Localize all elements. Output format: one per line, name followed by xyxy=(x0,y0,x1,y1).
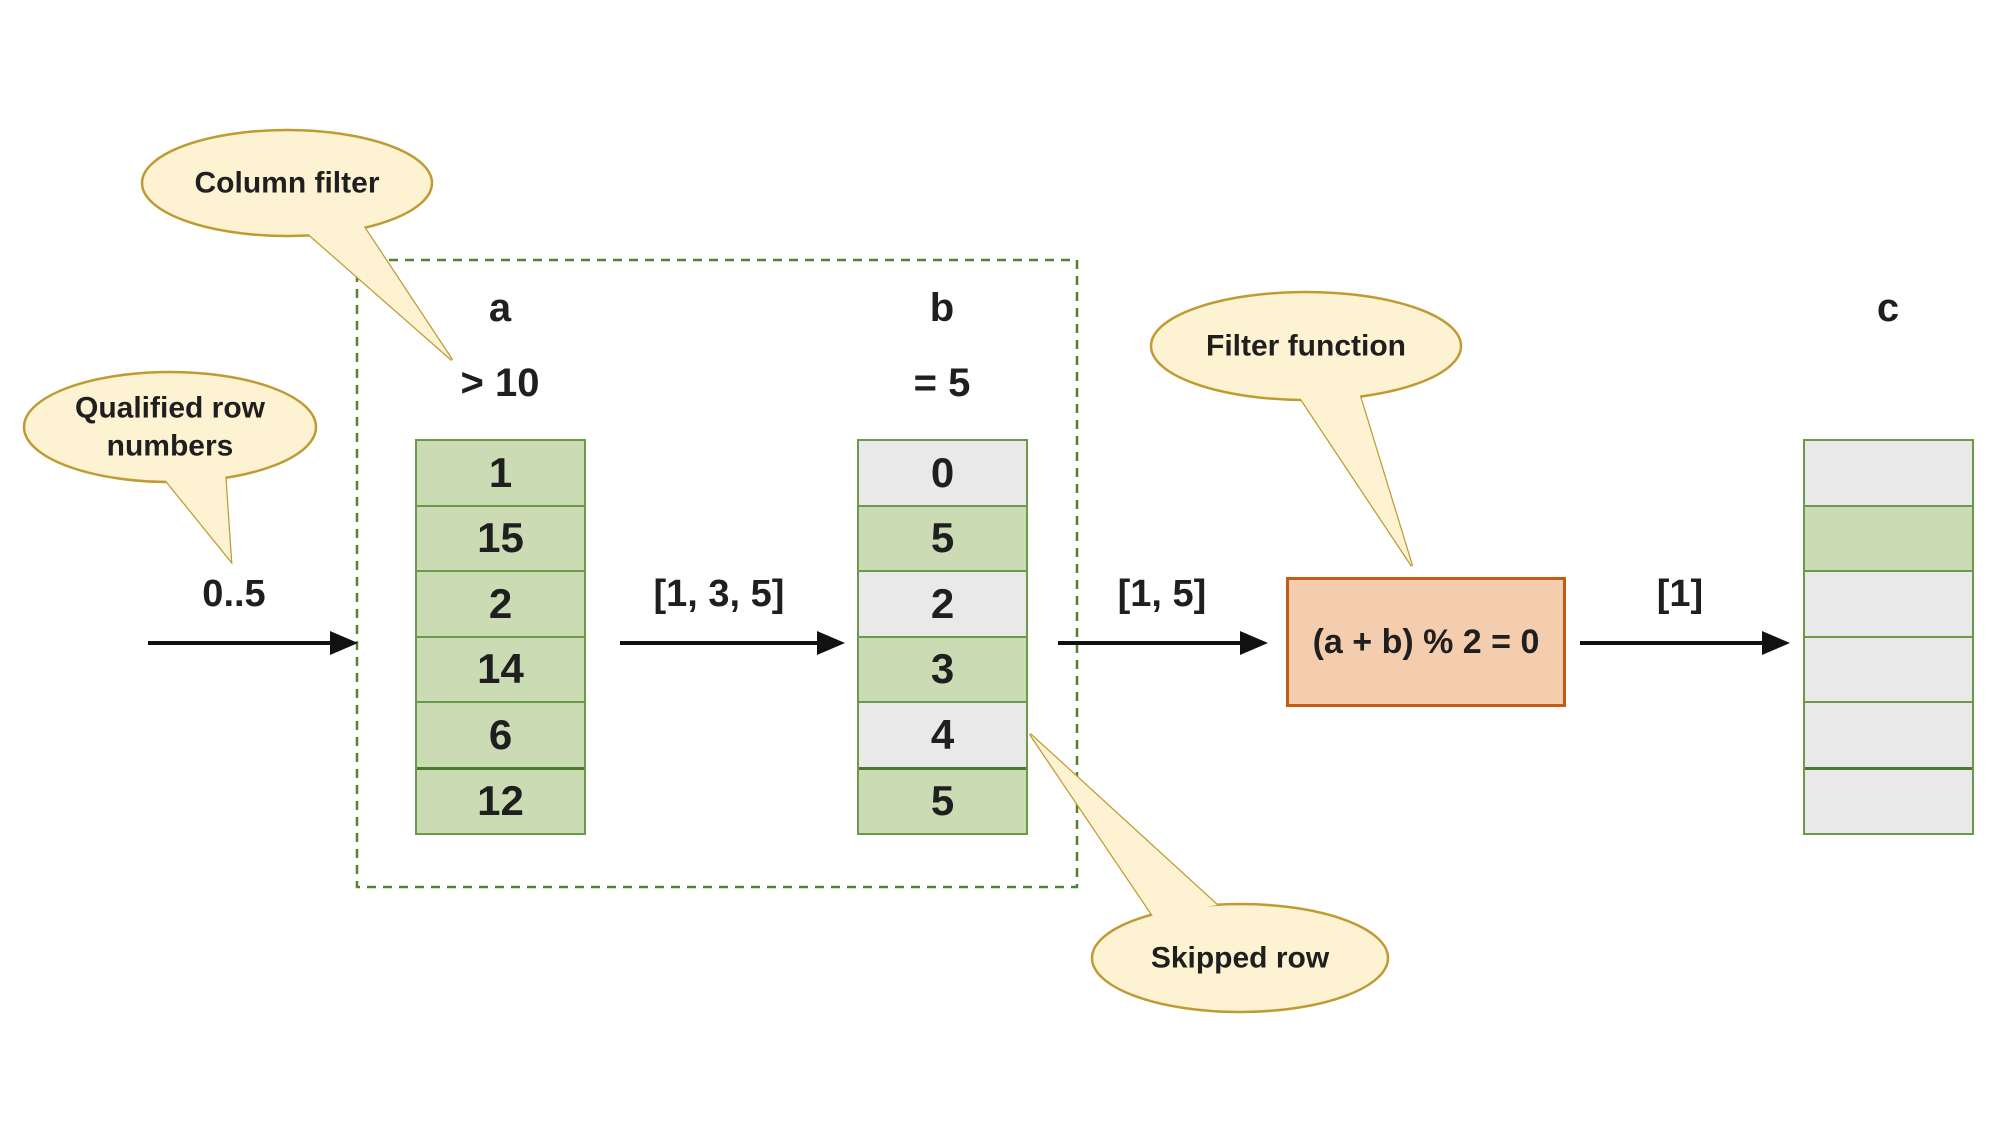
table-column-a: 1 15 2 14 6 12 xyxy=(415,439,586,835)
table-cell xyxy=(1805,637,1972,703)
callout-tail-cover xyxy=(1299,393,1412,566)
table-cell: 14 xyxy=(417,637,584,703)
table-cell: 1 xyxy=(417,441,584,507)
table-cell xyxy=(1805,766,1972,833)
callout-label-skipped-row: Skipped row xyxy=(1150,941,1330,975)
table-cell: 0 xyxy=(859,441,1026,507)
table-cell: 3 xyxy=(859,637,1026,703)
table-cell: 5 xyxy=(859,766,1026,833)
table-cell xyxy=(1805,703,1972,767)
callout-column-filter xyxy=(140,128,454,361)
filter-function-box: (a + b) % 2 = 0 xyxy=(1286,577,1566,707)
table-cell xyxy=(1805,506,1972,572)
arrow-label-row-numbers: 0..5 xyxy=(202,573,266,615)
arrowhead-icon xyxy=(817,631,845,655)
filter-function-expression: (a + b) % 2 = 0 xyxy=(1312,622,1540,661)
arrowhead-icon xyxy=(1762,631,1790,655)
arrowhead-icon xyxy=(330,631,358,655)
arrow-label-after-column-b: [1, 5] xyxy=(1117,573,1207,615)
callout-filter-function xyxy=(1149,290,1463,567)
table-cell: 12 xyxy=(417,766,584,833)
row-group-dashed-border xyxy=(355,258,1079,889)
callout-qualified-row-numbers xyxy=(22,370,318,565)
column-c-header: c xyxy=(1876,286,1900,330)
callout-tail-cover xyxy=(305,224,452,360)
callout-tail-cover xyxy=(163,473,231,561)
table-cell: 4 xyxy=(859,703,1026,767)
callout-bubble xyxy=(1090,902,1390,1014)
table-cell: 5 xyxy=(859,506,1026,572)
table-cell xyxy=(1805,572,1972,638)
callout-label-filter-function: Filter function xyxy=(1206,329,1406,363)
column-b-filter: = 5 xyxy=(913,361,971,405)
table-cell: 15 xyxy=(417,506,584,572)
arrow-label-after-column-a: [1, 3, 5] xyxy=(653,573,785,615)
callout-skipped-row xyxy=(1028,733,1390,1014)
callout-label-qualified-rows: Qualified row numbers xyxy=(74,391,266,463)
callout-tail-cover xyxy=(1030,734,1217,916)
arrow-label-after-filter: [1] xyxy=(1656,573,1704,615)
column-a-header: a xyxy=(488,286,512,330)
table-cell xyxy=(1805,441,1972,507)
column-a-filter: > 10 xyxy=(460,361,540,405)
table-cell: 2 xyxy=(859,572,1026,638)
table-cell: 2 xyxy=(417,572,584,638)
callout-label-column-filter: Column filter xyxy=(194,166,380,200)
table-column-c xyxy=(1803,439,1974,835)
callout-bubble xyxy=(140,128,434,238)
table-column-b: 0 5 2 3 4 5 xyxy=(857,439,1028,835)
table-cell: 6 xyxy=(417,703,584,767)
arrowhead-icon xyxy=(1240,631,1268,655)
column-b-header: b xyxy=(929,286,955,330)
